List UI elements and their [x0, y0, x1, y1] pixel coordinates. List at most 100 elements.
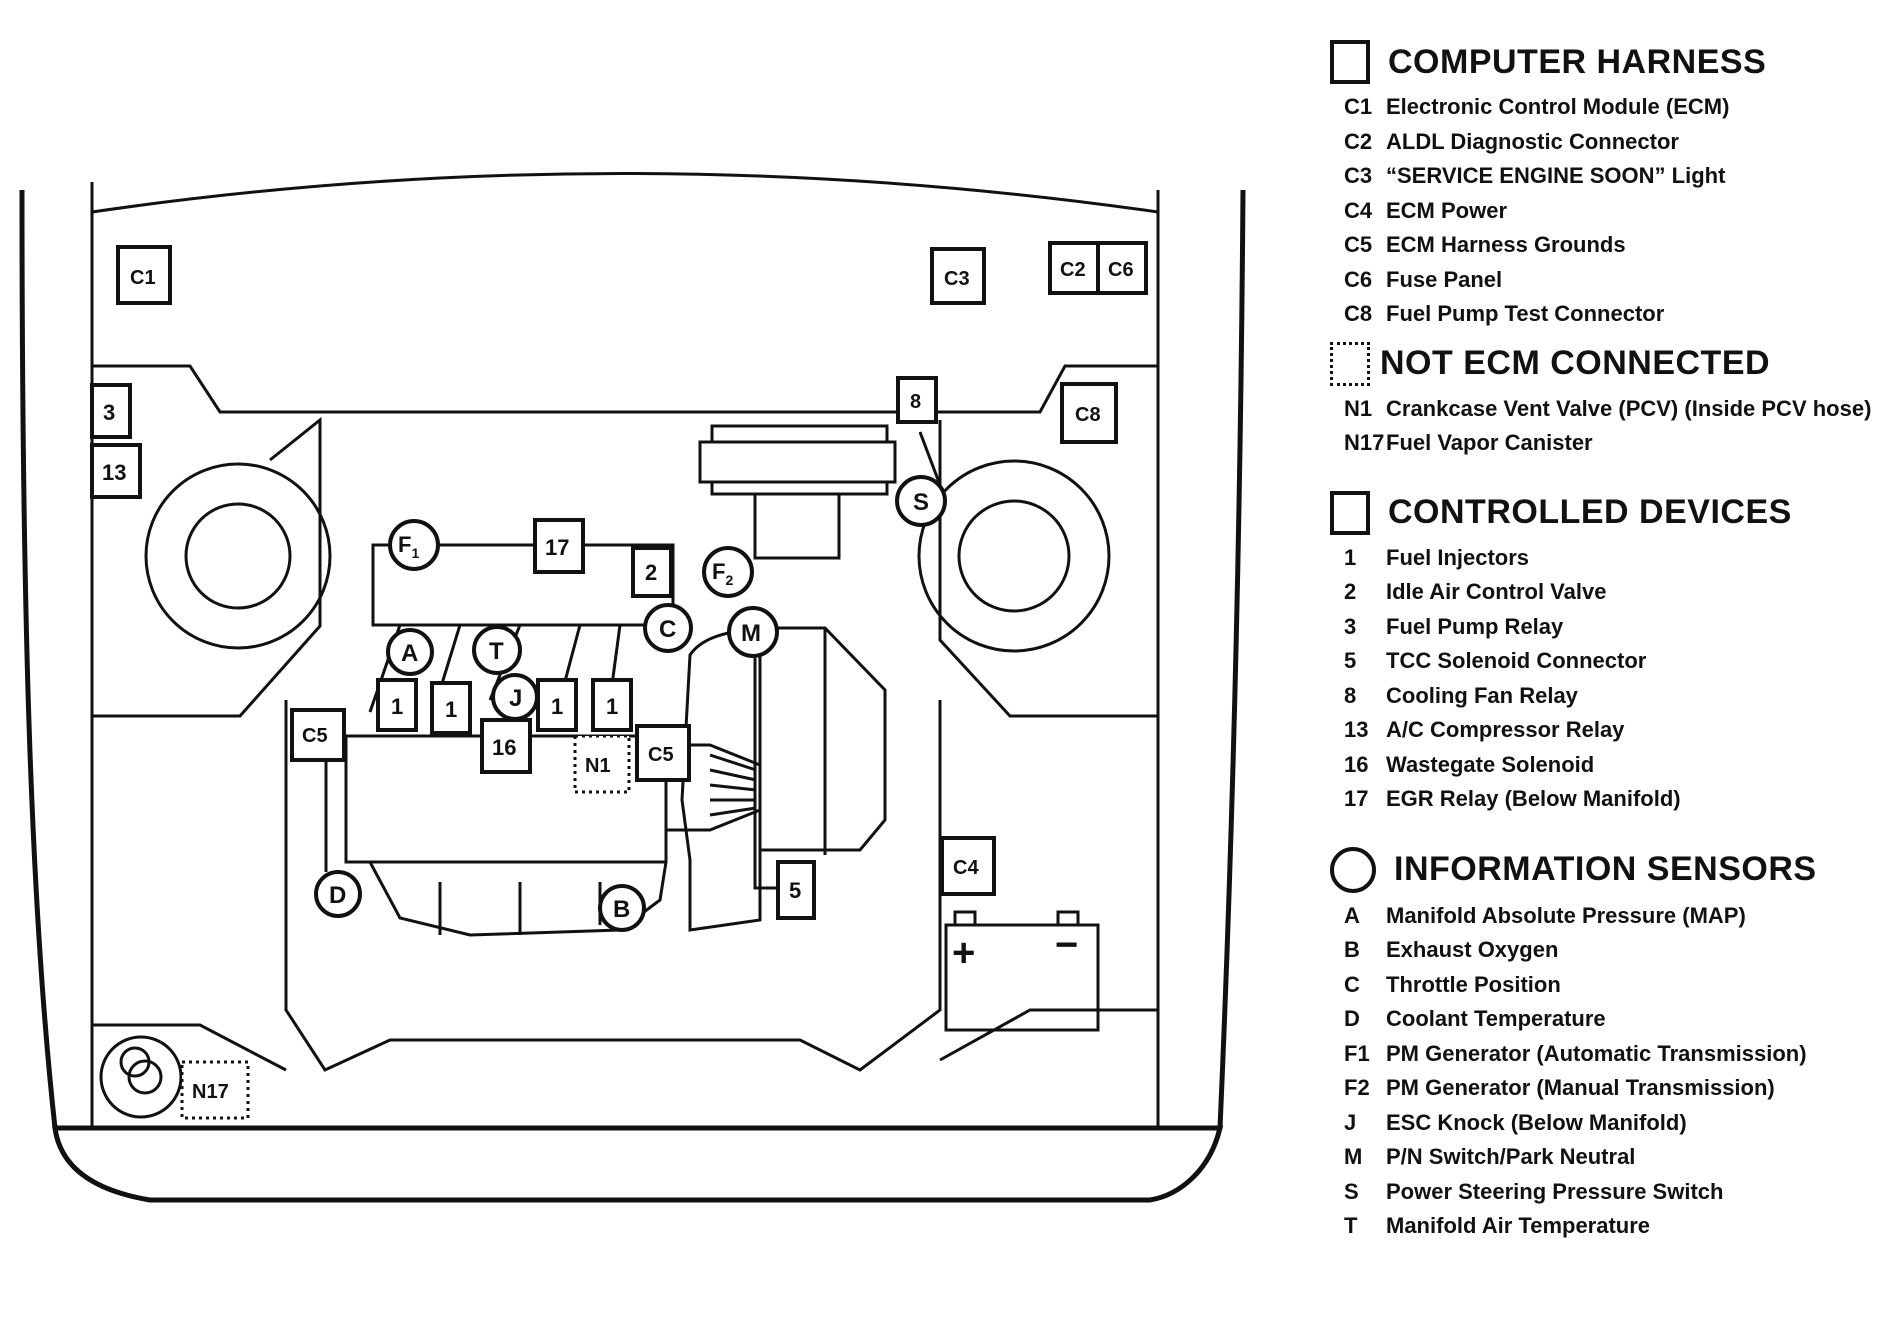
legend-item-label: Manifold Air Temperature: [1386, 1213, 1651, 1239]
c5-right-label: C5: [648, 744, 674, 766]
wire-m-5: [753, 658, 778, 890]
device-2-label: 2: [645, 560, 657, 585]
information-sensors-title: INFORMATION SENSORS: [1394, 850, 1817, 888]
legend-item: T Manifold Air Temperature: [1344, 1209, 1870, 1244]
circle-symbol-icon: [1330, 846, 1376, 893]
left-strut-outer: [144, 462, 332, 650]
legend-item-label: ESC Knock (Below Manifold): [1386, 1109, 1687, 1135]
computer-harness-title: COMPUTER HARNESS: [1388, 42, 1767, 81]
sensor-j-label: J: [509, 685, 522, 712]
n17-label: N17: [192, 1081, 229, 1103]
engine-compartment-diagram: + − C1 C3 C2 C6 C8 C5 C5 C4 3 13 8 17 2 …: [19, 172, 1246, 1203]
canister-outer: [99, 1035, 183, 1119]
legend-item-code: M: [1344, 1144, 1363, 1170]
right-strut-inner: [957, 499, 1071, 613]
right-strut-outer: [917, 459, 1111, 653]
legend-item-label: ALDL Diagnostic Connector: [1386, 128, 1679, 154]
device-5-box: [776, 860, 816, 920]
c2-box: [1048, 241, 1100, 295]
legend-item: C2 ALDL Diagnostic Connector: [1344, 125, 1870, 160]
legend-item-code: N1: [1344, 395, 1373, 421]
legend-item: 3 Fuel Pump Relay: [1344, 610, 1870, 645]
c3-label: C3: [944, 268, 970, 290]
legend-item: N1 Crankcase Vent Valve (PCV) (Inside PCV…: [1344, 392, 1872, 427]
injector-2-box: [430, 681, 472, 735]
n1-box: [573, 734, 631, 794]
legend-item-code: J: [1344, 1109, 1357, 1135]
battery-body: [944, 923, 1100, 1032]
legend-item-label: Fuel Vapor Canister: [1386, 430, 1593, 456]
sensor-t-circle: [472, 625, 522, 675]
legend-item-code: A: [1344, 902, 1360, 928]
not-ecm-heading: NOT ECM CONNECTED: [1330, 341, 1870, 386]
n1-label: N1: [585, 755, 611, 777]
legend-item-label: TCC Solenoid Connector: [1386, 648, 1647, 674]
sensor-f2-label: F2: [712, 559, 733, 588]
legend-item-label: Fuel Pump Relay: [1386, 613, 1564, 639]
sensor-m-label: M: [741, 620, 761, 647]
legend-item-label: “SERVICE ENGINE SOON” Light: [1386, 163, 1726, 189]
legend-item-label: Fuel Pump Test Connector: [1386, 301, 1665, 327]
sensor-s-label: S: [913, 489, 929, 516]
legend-item-code: F1: [1344, 1040, 1370, 1066]
controlled-devices-heading: CONTROLLED DEVICES: [1330, 490, 1870, 535]
sensor-s-circle: [895, 475, 947, 527]
sensor-j-circle: [491, 673, 539, 721]
sensor-f2-circle: [702, 546, 754, 598]
legend-item-code: 3: [1344, 613, 1357, 639]
information-sensors-heading: INFORMATION SENSORS: [1330, 846, 1870, 893]
legend-item-label: Power Steering Pressure Switch: [1386, 1178, 1724, 1204]
injector-1-box: [376, 678, 418, 732]
c1-box: [116, 245, 172, 305]
sensor-a-label: A: [401, 640, 418, 667]
solid-box-symbol-icon: [1330, 40, 1370, 84]
body-outline-left: [19, 189, 58, 1129]
device-8-box: [896, 376, 938, 424]
legend-item-code: C5: [1344, 232, 1373, 258]
legend-item-label: Crankcase Vent Valve (PCV) (Inside PCV h…: [1386, 395, 1872, 421]
injector-4-box: [591, 678, 633, 732]
legend-item-label: Cooling Fan Relay: [1386, 682, 1578, 708]
c5-right-box: [635, 724, 691, 782]
legend-item-label: Fuel Injectors: [1386, 544, 1530, 570]
injector-3-box: [536, 678, 578, 732]
sensor-f1-circle: [388, 519, 440, 571]
device-3-box: [90, 383, 132, 439]
c4-label: C4: [953, 857, 979, 879]
sensor-t-label: T: [489, 638, 504, 665]
legend-item-label: Fuse Panel: [1386, 266, 1503, 292]
c5-left-label: C5: [302, 725, 328, 747]
not-ecm-title: NOT ECM CONNECTED: [1380, 344, 1771, 382]
body-outline-right: [1217, 189, 1246, 1129]
sensor-f1-sub: 1: [411, 545, 419, 561]
sensor-c-circle: [643, 603, 693, 653]
sensor-b-circle: [598, 884, 646, 932]
legend-item-code: 17: [1344, 786, 1369, 812]
legend-not-ecm: NOT ECM CONNECTED N1 Crankcase Vent Valve…: [1330, 341, 1872, 461]
transaxle-detail: [758, 628, 827, 880]
left-apron: [92, 416, 322, 718]
cross-member: [92, 364, 1158, 414]
legend-item-label: ECM Power: [1386, 197, 1508, 223]
device-5-label: 5: [789, 878, 801, 903]
sensor-m-circle: [727, 606, 779, 658]
legend-item-code: T: [1344, 1213, 1358, 1239]
exhaust-runners: [438, 882, 602, 935]
throttle-body: [666, 743, 762, 832]
legend-item-code: C2: [1344, 128, 1373, 154]
air-cleaner: [698, 440, 897, 484]
legend-item-code: 2: [1344, 579, 1357, 605]
sensor-c-label: C: [659, 616, 676, 643]
battery-minus: −: [1055, 923, 1078, 967]
